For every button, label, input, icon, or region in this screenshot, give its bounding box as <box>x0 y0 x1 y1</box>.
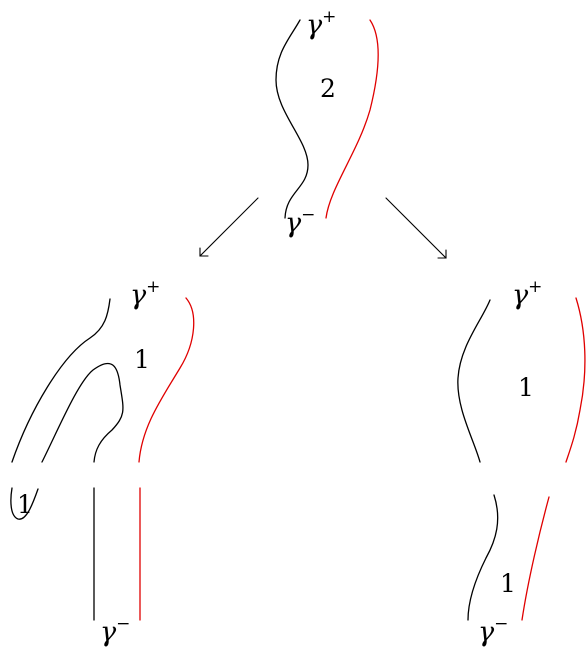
left-gamma-plus: γ+ <box>130 277 160 311</box>
left-outer-black-strand <box>11 298 111 463</box>
right-lower-red-strand <box>521 496 550 621</box>
left-arrow <box>199 197 259 257</box>
gamma-plus-symbol: γ <box>130 280 147 311</box>
right-gamma-minus: γ− <box>478 614 508 648</box>
left-red-strand <box>138 297 195 463</box>
minus-sign: − <box>301 205 315 225</box>
left-cap-label: 1 <box>17 490 33 519</box>
top-region-label: 2 <box>320 74 336 103</box>
right-piece: γ+ 1 1 γ− <box>457 277 586 648</box>
plus-sign: + <box>322 7 336 27</box>
gamma-plus-symbol: γ <box>512 280 529 311</box>
top-gamma-plus: γ+ <box>306 7 336 41</box>
left-piece: 1 γ+ 1 γ− <box>10 277 195 648</box>
gamma-minus-symbol: γ <box>285 208 302 239</box>
right-arrow <box>385 197 447 259</box>
minus-sign: − <box>116 614 130 634</box>
gamma-minus-symbol: γ <box>478 617 495 648</box>
minus-sign: − <box>494 614 508 634</box>
left-gamma-minus: γ− <box>100 614 130 648</box>
plus-sign: + <box>528 277 542 297</box>
right-upper-black-strand <box>457 299 491 463</box>
right-lower-label: 1 <box>500 569 516 598</box>
right-upper-red-strand <box>565 297 586 463</box>
plus-sign: + <box>146 277 160 297</box>
top-black-strand <box>275 19 309 219</box>
top-piece: γ+ 2 γ− <box>275 7 379 239</box>
left-inner-black-arch <box>41 362 124 463</box>
right-upper-label: 1 <box>518 373 534 402</box>
left-cap <box>10 487 39 520</box>
right-gamma-plus: γ+ <box>512 277 542 311</box>
gamma-minus-symbol: γ <box>100 617 117 648</box>
top-red-strand <box>325 19 379 219</box>
left-region-label: 1 <box>134 345 150 374</box>
gamma-plus-symbol: γ <box>306 10 323 41</box>
top-gamma-minus: γ− <box>285 205 315 239</box>
right-lower-black-strand <box>467 494 499 621</box>
